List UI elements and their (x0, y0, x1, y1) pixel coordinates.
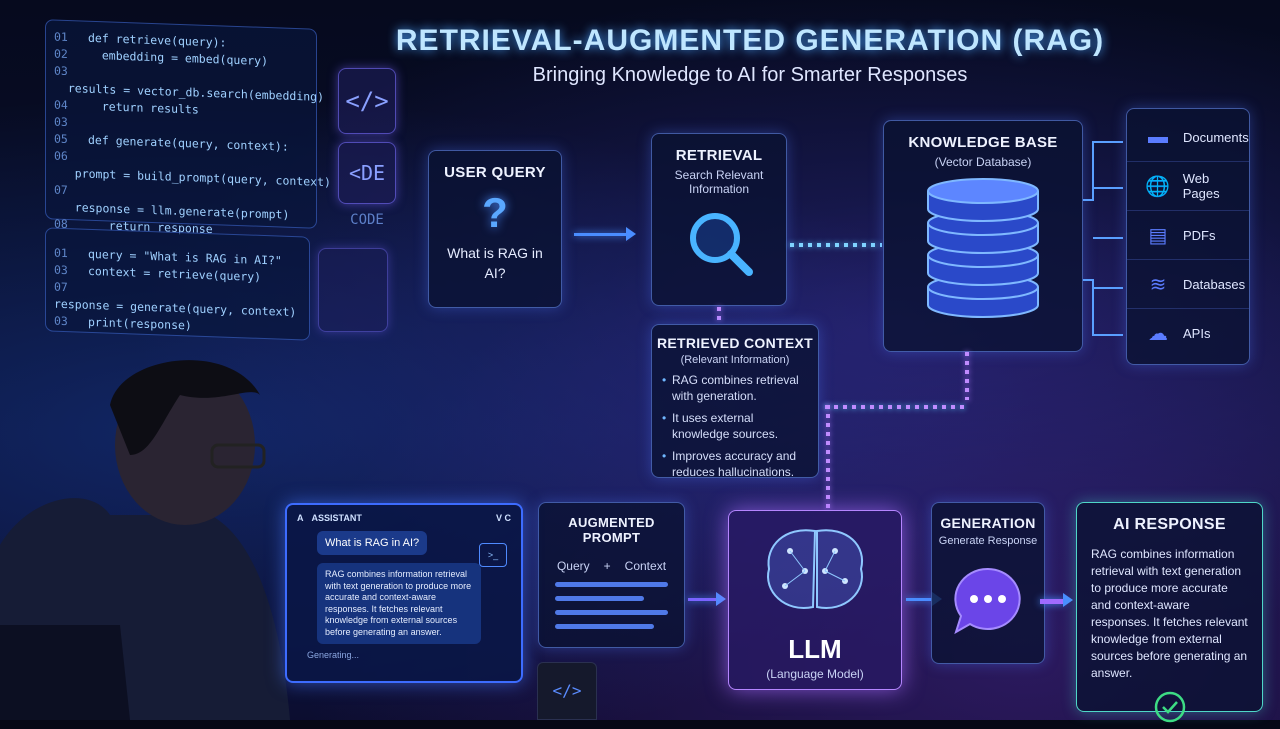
person-illustration (0, 360, 290, 720)
line-number: 02 (54, 46, 68, 62)
assistant-header: ASSISTANT (311, 513, 362, 523)
retrieved-context-subtitle: (Relevant Information) (680, 354, 790, 366)
data-flow-retrieval-kb (790, 243, 882, 247)
source-item-apis: ☁ APIs (1127, 309, 1249, 358)
arrow-generation-to-response (1040, 593, 1073, 607)
folder-icon: ▬ (1148, 125, 1168, 148)
window-controls[interactable]: V C (495, 513, 511, 523)
knowledge-base-box: KNOWLEDGE BASE (Vector Database) (883, 120, 1083, 352)
augmented-prompt-title: AUGMENTED PROMPT (568, 515, 655, 545)
context-bullet: Improves accuracy and reduces hallucinat… (662, 448, 808, 480)
arrow-llm-to-generation (906, 592, 942, 606)
line-number: 01 (54, 29, 68, 45)
sources-list: ▬ Documents 🌐 Web Pages ▤ PDFs ≋ Databases ☁ APIs (1126, 108, 1250, 365)
page-subtitle: Bringing Knowledge to AI for Smarter Res… (532, 64, 968, 86)
database-cylinder-icon (927, 178, 1039, 318)
knowledge-base-title: KNOWLEDGE BASE (908, 134, 1058, 151)
line-number: 03 (54, 114, 68, 130)
source-connectors (1083, 141, 1123, 336)
magnifier-icon (690, 213, 753, 276)
assistant-message: RAG combines information retrieval with … (317, 563, 481, 644)
user-message: What is RAG in AI? (317, 531, 428, 555)
context-bullet: It uses external knowledge sources. (662, 410, 808, 442)
arrow-query-to-retrieval (574, 227, 636, 241)
generation-box: GENERATION Generate Response (931, 502, 1045, 664)
code-tag-icon: </> (338, 68, 396, 134)
retrieval-title: RETRIEVAL (675, 147, 763, 164)
ai-response-box: AI RESPONSE RAG combines information ret… (1076, 502, 1263, 723)
prompt-query-label: Query (556, 559, 590, 573)
generation-title: GENERATION (940, 515, 1036, 531)
knowledge-base-subtitle: (Vector Database) (934, 155, 1032, 169)
retrieved-context-box: RETRIEVED CONTEXT (Relevant Information)… (651, 324, 819, 480)
augmented-prompt-box: AUGMENTED PROMPT Query + Context (538, 502, 685, 648)
user-query-box: USER QUERY ? What is RAG in AI? (428, 150, 562, 308)
database-icon: ≋ (1149, 273, 1167, 296)
flow-kb-down (965, 352, 969, 400)
line-number: 03 (54, 262, 68, 278)
coffee-mug-icon: </> (537, 662, 597, 720)
retrieval-box: RETRIEVAL Search Relevant Information (651, 133, 787, 306)
user-query-title: USER QUERY (444, 164, 546, 181)
code-label: CODE (350, 212, 384, 228)
flow-to-llm (826, 405, 830, 509)
globe-icon: 🌐 (1145, 175, 1171, 198)
line-number: 05 (54, 131, 68, 147)
ai-response-text: RAG combines information retrieval with … (1091, 547, 1248, 680)
context-bullet: RAG combines retrieval with generation. (662, 372, 808, 404)
laptop-screen: A ASSISTANT V C What is RAG in AI? >_ RA… (285, 503, 523, 683)
source-item-databases: ≋ Databases (1127, 260, 1249, 309)
source-label: Documents (1183, 129, 1249, 145)
file-icon: ▤ (1148, 224, 1168, 247)
generation-subtitle: Generate Response (938, 535, 1038, 547)
llm-title: LLM (788, 634, 842, 664)
prompt-lines-icon (539, 582, 684, 629)
flow-retrieval-context (717, 307, 721, 323)
cloud-icon: ☁ (1148, 323, 1168, 345)
plus-sign: + (603, 559, 611, 573)
check-circle-icon (1154, 691, 1185, 723)
line-number: 03 (54, 63, 68, 79)
chat-bubble-icon (954, 567, 1021, 635)
retrieval-subtitle: Search Relevant Information (674, 168, 764, 196)
line-number: 01 (54, 245, 68, 261)
flow-kb-llm (825, 405, 969, 409)
retrieved-context-title: RETRIEVED CONTEXT (656, 335, 813, 351)
code-text: print(response) (88, 314, 192, 333)
prompt-context-label: Context (624, 559, 667, 573)
ai-response-title: AI RESPONSE (1113, 516, 1226, 533)
question-mark-icon: ? (482, 189, 508, 236)
source-item-pdfs: ▤ PDFs (1127, 211, 1249, 260)
page-title: RETRIEVAL-AUGMENTED GENERATION (RAG) (395, 24, 1105, 57)
user-query-text: What is RAG in AI? (447, 245, 543, 281)
line-number: 07 (54, 182, 68, 198)
assistant-badge: A (297, 513, 304, 523)
llm-subtitle: (Language Model) (766, 667, 864, 681)
code-text: return results (88, 98, 199, 117)
line-number: 07 (54, 279, 68, 295)
source-label: Web Pages (1182, 171, 1220, 201)
generating-status: Generating... (307, 650, 360, 660)
context-bullets: RAG combines retrieval with generation. I… (652, 372, 818, 480)
terminal-icon[interactable]: >_ (479, 543, 507, 567)
source-label: PDFs (1183, 227, 1216, 243)
line-number: 06 (54, 148, 68, 164)
arrow-prompt-to-llm (688, 592, 726, 606)
source-label: Databases (1183, 276, 1246, 292)
source-item-documents: ▬ Documents (1127, 113, 1249, 162)
source-label: APIs (1183, 326, 1211, 341)
llm-box: LLM (Language Model) (728, 510, 902, 690)
code-text-icon: <DE (338, 142, 396, 204)
circuit-tile-icon (318, 248, 388, 332)
brain-icon (767, 529, 864, 609)
source-item-web-pages: 🌐 Web Pages (1127, 162, 1249, 211)
line-number: 03 (54, 313, 68, 329)
line-number: 04 (54, 97, 68, 113)
